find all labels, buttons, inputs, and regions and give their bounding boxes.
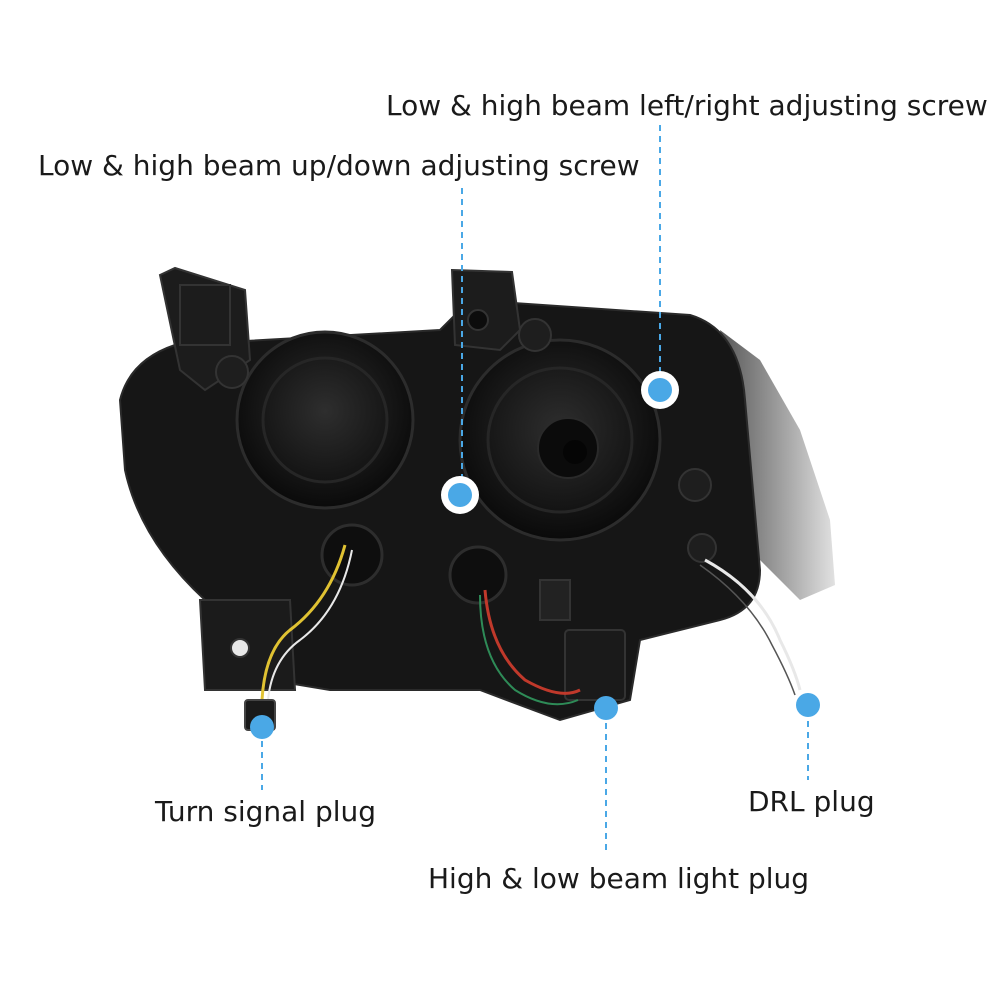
marker-lr-screw: [641, 371, 679, 409]
label-turn-signal-plug: Turn signal plug: [155, 795, 377, 828]
marker-turn-plug: [250, 715, 274, 739]
turn-signal-socket: [320, 523, 384, 587]
label-lr-adjusting-screw: Low & high beam left/right adjusting scr…: [386, 89, 988, 122]
boss-1: [215, 355, 249, 389]
beam-wire-red: [483, 589, 581, 695]
marker-beam-plug: [594, 696, 618, 720]
high-beam-socket-hole: [563, 440, 587, 464]
marker-ud-screw: [441, 476, 479, 514]
top-mount-tab: [450, 268, 522, 352]
turn-signal-wire-white: [267, 549, 353, 701]
beam-wire-green: [479, 594, 579, 706]
beam-wire-socket: [448, 545, 508, 605]
label-drl-plug: DRL plug: [748, 785, 875, 818]
low-beam-cover-ring: [261, 356, 389, 484]
beam-plug-housing: [564, 629, 626, 701]
bottom-left-mount-hole: [230, 638, 250, 658]
boss-3: [678, 468, 712, 502]
clear-lens: [720, 330, 835, 600]
boss-2: [518, 318, 552, 352]
label-ud-adjusting-screw: Low & high beam up/down adjusting screw: [38, 149, 640, 182]
top-tab-hole: [467, 309, 489, 331]
drl-wire-white: [704, 558, 802, 691]
turn-signal-wire-yellow: [260, 544, 347, 701]
drl-wire-dark: [699, 564, 796, 696]
left-tab-ribs: [179, 284, 231, 346]
boss-4: [687, 533, 717, 563]
connector-block: [539, 579, 571, 621]
label-beam-light-plug: High & low beam light plug: [428, 862, 810, 895]
marker-drl-plug: [796, 693, 820, 717]
high-beam-cover-ring: [486, 366, 634, 514]
